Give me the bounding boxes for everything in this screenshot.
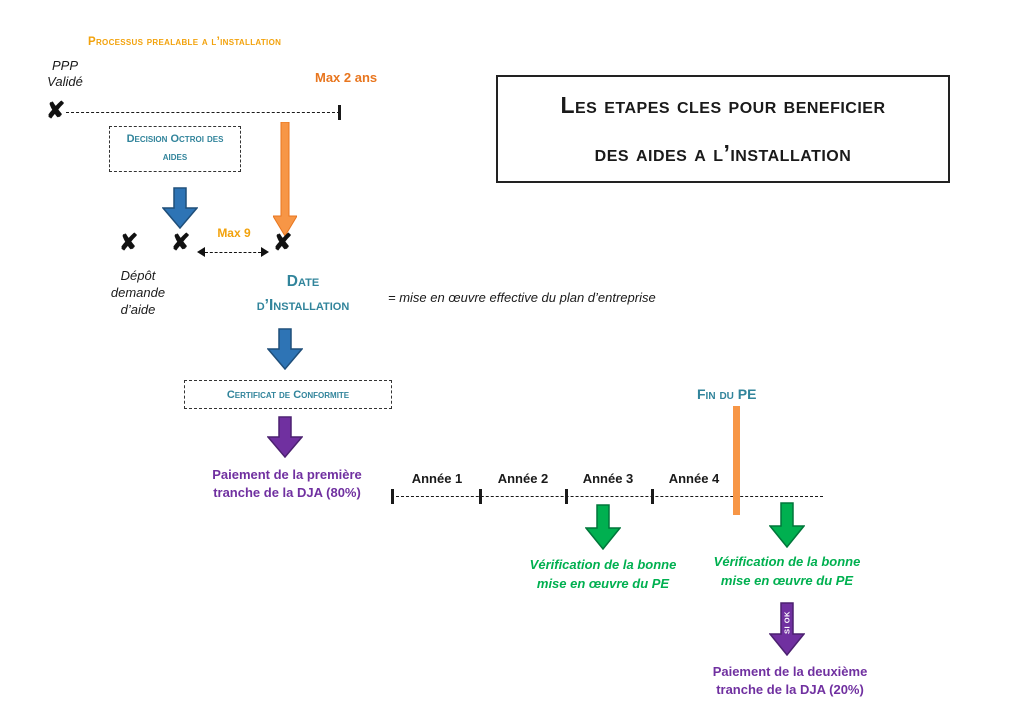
title-line1: Les etapes cles pour beneficier bbox=[560, 91, 886, 118]
x-mark-icon: ✘ bbox=[119, 229, 139, 255]
x-mark-icon: ✘ bbox=[171, 229, 191, 255]
max-9-label: Max 9 bbox=[217, 226, 251, 240]
year-label-2: Année 2 bbox=[497, 471, 549, 486]
ppp-line1: PPP bbox=[51, 58, 78, 73]
paiement-premiere-tranche-label: Paiement de la première tranche de la DJ… bbox=[212, 467, 362, 500]
top-timeline-end-tick bbox=[338, 105, 341, 120]
fin-du-pe-label: Fin du PE bbox=[697, 386, 757, 402]
diagram-title-box: Les etapes cles pour beneficier des aide… bbox=[496, 75, 950, 183]
depot-line3: d’aide bbox=[120, 301, 156, 317]
top-timeline-line bbox=[66, 112, 340, 113]
bottom-timeline-line bbox=[391, 496, 823, 497]
green-down-arrow-icon bbox=[585, 504, 621, 550]
timeline-tick bbox=[565, 489, 568, 504]
date-line2: d’Installation bbox=[256, 297, 350, 315]
blue-down-arrow-icon bbox=[162, 187, 198, 229]
green-down-arrow-icon bbox=[769, 502, 805, 548]
fin-du-pe-marker-bar bbox=[733, 406, 740, 515]
blue-down-arrow-icon bbox=[267, 328, 303, 370]
year-label-3: Année 3 bbox=[582, 471, 634, 486]
paiement-deuxieme-tranche-label: Paiement de la deuxième tranche de la DJ… bbox=[712, 664, 868, 697]
purple-down-arrow-icon bbox=[267, 416, 303, 458]
process-phase-label: Processus prealable a l’installation bbox=[88, 36, 282, 48]
date-line1: Date bbox=[286, 273, 320, 290]
x-mark-icon: ✘ bbox=[46, 97, 66, 123]
range-dashed-line bbox=[205, 251, 261, 253]
max-9-range-arrow-icon bbox=[197, 246, 269, 258]
title-line2: des aides a l’installation bbox=[594, 140, 852, 166]
timeline-tick bbox=[391, 489, 394, 504]
date-installation-label: Date d’Installation bbox=[243, 270, 363, 318]
ppp-valide-label: PPP Validé bbox=[30, 58, 100, 91]
orange-timeline-arrow-icon bbox=[273, 122, 297, 236]
arrowhead-right-icon bbox=[261, 247, 269, 257]
si-ok-label: SI OK bbox=[782, 611, 792, 634]
arrowhead-left-icon bbox=[197, 247, 205, 257]
si-ok-purple-arrow-icon: SI OK bbox=[769, 602, 805, 656]
mise-en-oeuvre-note: = mise en œuvre effective du plan d’entr… bbox=[388, 290, 656, 305]
x-mark-icon: ✘ bbox=[273, 229, 293, 255]
year-label-4: Année 4 bbox=[668, 471, 720, 486]
timeline-tick bbox=[651, 489, 654, 504]
decision-octroi-box: Decision Octroi des aides bbox=[109, 126, 241, 172]
certificat-conformite-box: Certificat de Conformite bbox=[184, 380, 392, 409]
depot-line1: Dépôt bbox=[120, 268, 156, 283]
timeline-tick bbox=[479, 489, 482, 504]
max-2-ans-label: Max 2 ans bbox=[315, 70, 378, 85]
depot-line2: demande bbox=[110, 284, 166, 300]
year-label-1: Année 1 bbox=[411, 471, 463, 486]
depot-demande-aide-label: Dépôt demande d’aide bbox=[101, 268, 175, 319]
verification-pe-label: Vérification de la bonne mise en œuvre d… bbox=[713, 554, 861, 588]
verification-pe-label: Vérification de la bonne mise en œuvre d… bbox=[529, 557, 677, 591]
ppp-line2: Validé bbox=[47, 74, 83, 90]
